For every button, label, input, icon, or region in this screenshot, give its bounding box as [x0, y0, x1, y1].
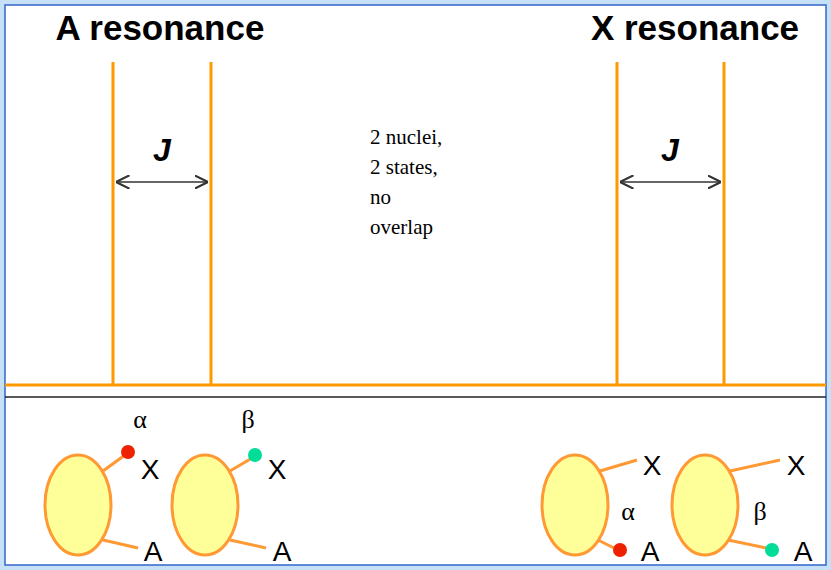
- atom-label: A: [273, 538, 292, 566]
- peaks: [113, 62, 724, 385]
- atom-label: A: [144, 538, 163, 566]
- alpha-spin: [613, 543, 627, 557]
- coupling-label: J: [153, 134, 171, 166]
- spin-label: α: [621, 499, 635, 525]
- atom-label: X: [141, 456, 160, 484]
- spin-label: β: [241, 407, 254, 433]
- note-text: 2 nuclei, 2 states, no overlap: [370, 122, 452, 242]
- beta-spin: [248, 448, 262, 462]
- coupling-arrow: [116, 181, 208, 183]
- coupling-label: J: [661, 134, 679, 166]
- alpha-spin: [121, 445, 135, 459]
- coupling-arrow: [620, 181, 721, 183]
- spin-label: β: [753, 499, 766, 525]
- separator: [5, 396, 826, 398]
- beta-spin: [765, 543, 779, 557]
- atom-label: A: [794, 538, 813, 566]
- panel: [5, 5, 826, 565]
- atom-label: A: [641, 538, 660, 566]
- resonance-title: A resonance: [56, 10, 265, 45]
- baseline: [5, 384, 826, 387]
- atom-label: X: [643, 452, 662, 480]
- spin-label: α: [133, 407, 147, 433]
- atom-label: X: [268, 456, 287, 484]
- resonance-title: X resonance: [591, 10, 799, 45]
- atom-label: X: [787, 452, 806, 480]
